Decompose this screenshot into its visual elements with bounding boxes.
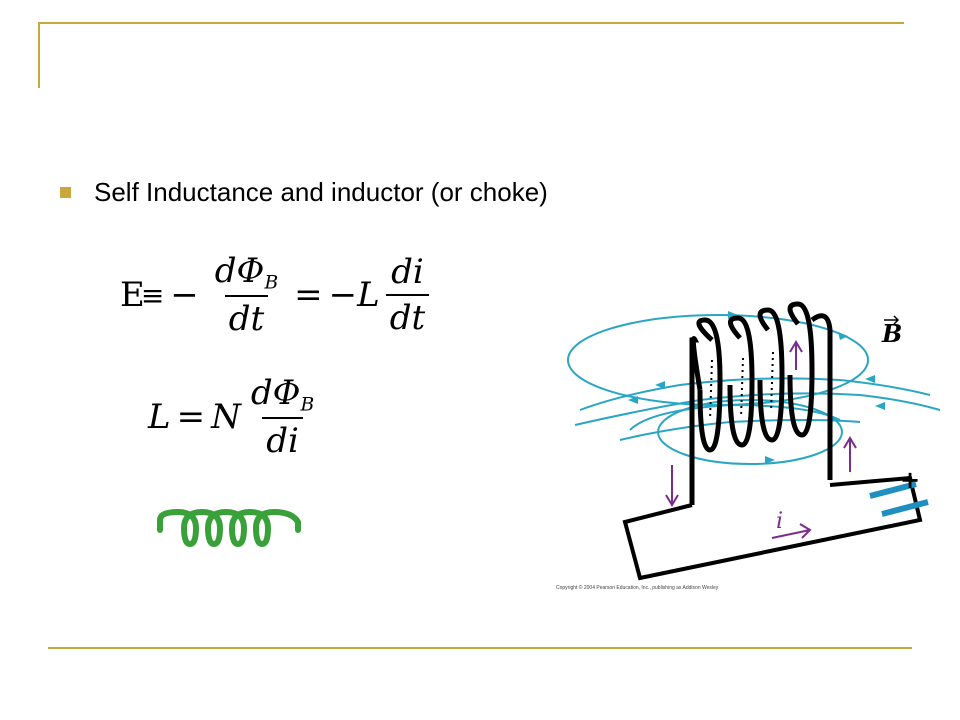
inductor-symbol-icon (157, 509, 301, 547)
current-arrow-down-icon (665, 465, 679, 507)
coil-right-lead (810, 313, 833, 480)
coil-loop-2 (727, 315, 755, 448)
current-arrow-up-icon (843, 436, 857, 472)
circuit-wire (622, 475, 923, 581)
flux-subscript: B (264, 272, 279, 294)
field-arrow-6-icon (875, 402, 885, 410)
coil-loop-1 (696, 317, 723, 453)
inner-field-dots-3 (770, 351, 774, 413)
field-line-mid-3 (619, 419, 861, 441)
minus-inductance: −L (328, 275, 380, 315)
battery-long-plate (869, 481, 917, 499)
field-arrow-2-icon (655, 381, 665, 389)
current-denominator-2: di (262, 417, 303, 461)
current-derivative-fraction: di dt (385, 252, 430, 338)
flux-denominator: dt (224, 295, 269, 339)
current-arrow-coil-icon (789, 340, 803, 370)
inner-field-dots-2 (740, 357, 744, 419)
inductance-symbol: L (148, 397, 171, 437)
current-label: i (776, 509, 783, 534)
frame-top-line (40, 22, 904, 24)
flux-numerator-text: dΦ (214, 250, 265, 291)
frame-bottom-line (48, 647, 912, 649)
flux-subscript-2: B (300, 394, 315, 416)
inner-field-dots-1 (709, 359, 713, 421)
turns-symbol: N (211, 397, 241, 437)
b-vector-arrow-icon (884, 315, 900, 325)
current-denominator: dt (385, 294, 430, 338)
bullet-text: Self Inductance and inductor (or choke) (94, 177, 548, 207)
inductance-equation: L = N dΦB di (148, 372, 324, 462)
bullet-item: Self Inductance and inductor (or choke) (60, 177, 548, 208)
field-arrow-3-icon (628, 396, 638, 404)
field-arrow-7-icon (765, 456, 775, 464)
flux-numerator: dΦB (211, 251, 282, 296)
coil-loop-4 (787, 301, 815, 438)
flux-per-current-fraction: dΦB di (247, 373, 318, 462)
battery-plus-label: + (900, 466, 920, 494)
current-numerator: di (391, 252, 424, 292)
equals-sign: = (294, 275, 323, 315)
field-line-mid-2 (574, 392, 941, 426)
flux-derivative-fraction: dΦB dt (211, 251, 282, 340)
b-field-label: B (881, 319, 902, 348)
coil-loop-3 (757, 307, 785, 443)
definition-symbol: ≡ (140, 278, 165, 312)
field-arrow-4-icon (838, 332, 848, 340)
frame-left-line (38, 22, 40, 88)
flux-numerator-2: dΦB (247, 373, 318, 418)
field-arrow-5-icon (865, 375, 875, 383)
emf-equation: E ≡ − dΦB dt = −L di dt (120, 250, 435, 340)
equals-sign-2: = (176, 397, 206, 437)
battery-short-plate (881, 499, 929, 517)
emf-symbol: E (120, 275, 145, 315)
field-arrow-1-icon (728, 311, 738, 319)
minus-sign: − (170, 275, 199, 315)
flux-numerator-2-text: dΦ (250, 372, 301, 413)
copyright-text: Copyright © 2004 Pearson Education, Inc.… (556, 585, 719, 591)
current-arrow-bottom-icon (771, 523, 812, 539)
bullet-square-icon (60, 187, 71, 198)
solenoid-figure: B i + (567, 301, 941, 581)
coil-left-lead (689, 336, 703, 505)
